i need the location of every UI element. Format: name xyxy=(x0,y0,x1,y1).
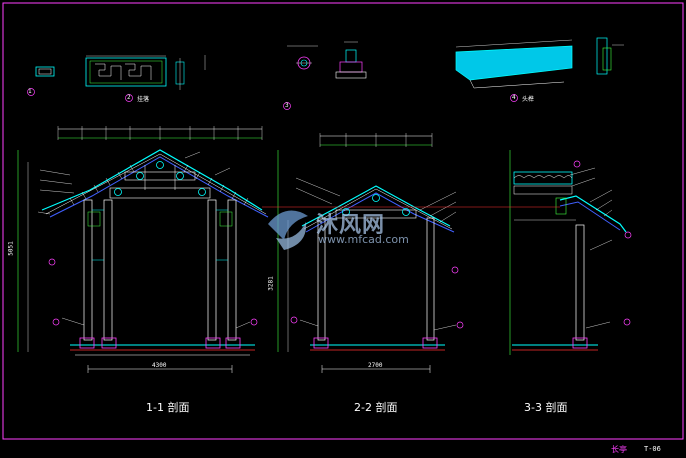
detail-2-text: 挂落 xyxy=(137,96,150,103)
dim-s1-width: 4300 xyxy=(152,362,167,369)
dim-s2-width: 2700 xyxy=(368,362,383,369)
watermark-title: 沐风网 xyxy=(316,213,386,238)
detail-4-eave xyxy=(455,37,624,102)
detail-3-column-base xyxy=(283,41,367,110)
section-2-2-drawing xyxy=(277,133,464,373)
dim-s2-height: 3281 xyxy=(267,276,275,291)
detail-4-text: 头榫 xyxy=(522,96,535,103)
detail-4-label: 4 xyxy=(512,94,516,101)
detail-1-label: 1 xyxy=(28,88,32,95)
section-title-3-3: 3-3 剖面 xyxy=(524,401,568,414)
watermark-logo-icon xyxy=(268,210,308,250)
section-1-1-drawing xyxy=(17,126,269,373)
title-block-name: 长亭 xyxy=(611,445,627,454)
dim-s1-height: 5051 xyxy=(7,241,15,256)
section-3-3-drawing xyxy=(509,150,632,355)
detail-2-label: 2 xyxy=(127,94,131,101)
detail-1-drawing xyxy=(27,66,55,96)
watermark-url: www.mfcad.com xyxy=(318,233,409,246)
section-title-1-1: 1-1 剖面 xyxy=(146,401,190,414)
title-block-sheet: T-06 xyxy=(644,445,661,453)
section-title-2-2: 2-2 剖面 xyxy=(354,401,398,414)
detail-2-lattice xyxy=(85,55,206,102)
detail-3-label: 3 xyxy=(285,102,289,109)
watermark: 沐风网 www.mfcad.com xyxy=(266,207,426,253)
